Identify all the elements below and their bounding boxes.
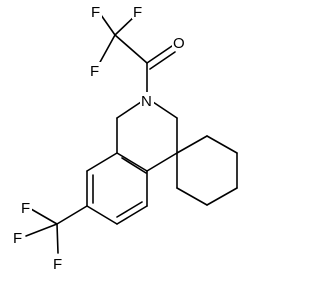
bond-carbonyl-o (146, 45, 173, 64)
atom-f2: F (132, 3, 144, 21)
bond-cy3-cy4 (206, 187, 238, 206)
bond-spiro-c4a (146, 152, 178, 172)
atom-n: N (140, 92, 154, 110)
atom-f4: F (20, 199, 32, 217)
atom-f5-label: F (13, 230, 22, 247)
bond-cf3-f6 (56, 223, 59, 254)
bond-c6-c5 (116, 205, 148, 225)
bond-c-f3 (98, 34, 116, 65)
bond-c8a-c4a (116, 152, 148, 172)
atom-labels: F F F O N F F F (12, 3, 186, 273)
bond-carbonyl-o-double (149, 51, 176, 70)
bond-cf3-carbonyl (114, 34, 148, 64)
atom-f4-label: F (21, 200, 30, 217)
bond-c7-cf3 (56, 205, 88, 225)
atom-f6-label: F (53, 256, 62, 273)
bond-cy4-cy5 (176, 187, 208, 206)
atom-f5: F (12, 229, 24, 247)
atom-f1-label: F (91, 4, 100, 21)
atom-n-label: N (141, 93, 152, 110)
bond-cf3-f5 (25, 223, 58, 237)
bond-cy1-cy2 (206, 135, 238, 154)
atom-f6: F (52, 255, 64, 273)
bond-c-f1 (100, 14, 116, 36)
atom-f3-label: F (90, 63, 99, 80)
atom-o-label: O (173, 35, 185, 52)
bond-lines (25, 14, 238, 254)
bond-spiro-cy1 (176, 135, 208, 154)
atom-f1: F (90, 3, 102, 21)
molecule-diagram: F F F O N F F F (12, 3, 238, 273)
atom-f3: F (89, 62, 101, 80)
atom-f2-label: F (133, 4, 142, 21)
bond-cf3-f4 (30, 208, 58, 225)
bond-c6-c5-double (116, 201, 143, 218)
bond-c8a-c4a-double (121, 157, 147, 174)
atom-o: O (172, 34, 186, 52)
bond-c7-c6 (86, 205, 118, 225)
bond-c8a-c8 (86, 152, 118, 172)
